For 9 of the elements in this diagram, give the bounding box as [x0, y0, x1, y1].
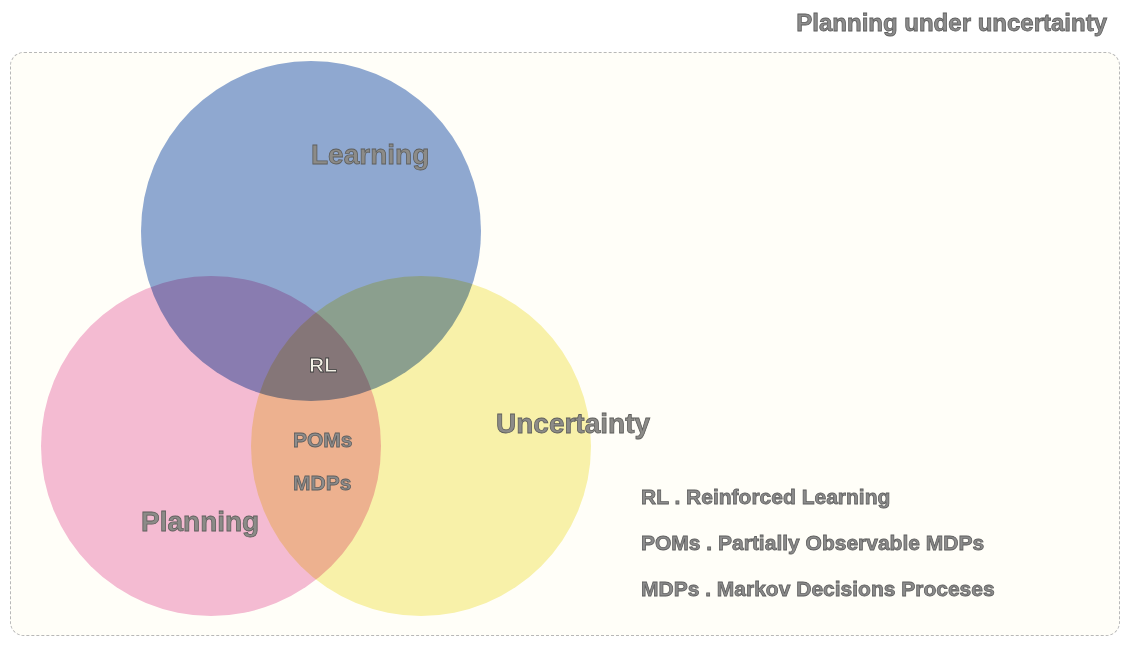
region-label: POMs: [293, 428, 353, 452]
region-label: RL: [309, 353, 337, 377]
circle-label: Learning: [311, 139, 430, 171]
panel-title: Planning under uncertainty: [796, 9, 1107, 37]
circle-label: Planning: [141, 506, 260, 538]
legend-text: MDPs . Markov Decisions Proceses: [641, 577, 995, 601]
legend-text: POMs . Partially Observable MDPs: [641, 531, 985, 555]
legend-text: RL . Reinforced Learning: [641, 485, 891, 509]
region-label: MDPs: [293, 471, 352, 495]
